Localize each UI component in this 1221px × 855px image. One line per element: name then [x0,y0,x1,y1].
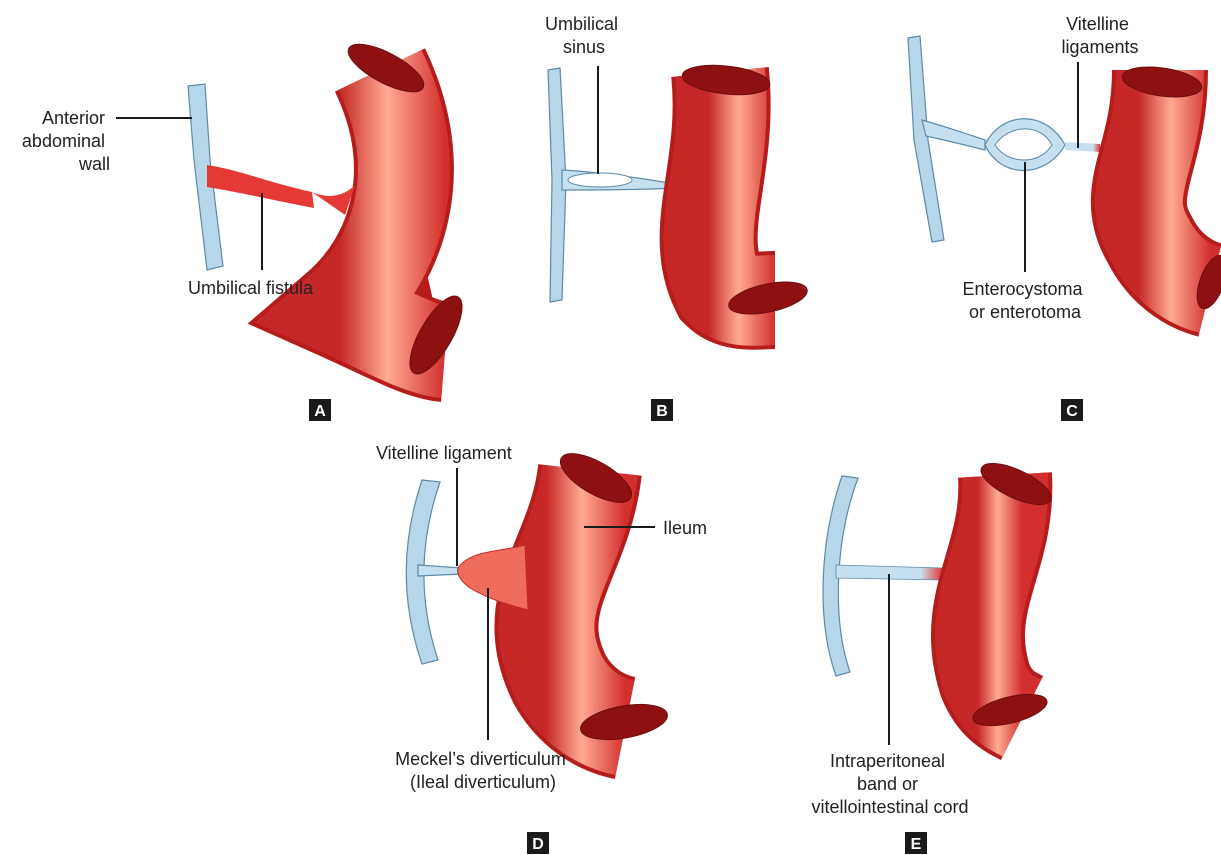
label-ileum: Ileum [663,518,707,538]
svg-text:C: C [1066,403,1078,420]
panel-a: Anterior abdominal wall Umbilical fistul… [22,35,472,421]
intestine [1120,63,1221,313]
panel-b: Umbilical sinus B [545,14,810,421]
meckels-diverticulum [458,545,528,610]
intestine [681,61,810,320]
label-umbilical-fistula: Umbilical fistula [188,278,314,298]
intestine [312,35,472,381]
panel-c: Vitelline ligaments Enterocystoma or ent… [908,14,1221,421]
vitelline-ligament-right [1065,142,1100,152]
svg-text:A: A [314,403,326,420]
panel-tag-d: D [527,832,549,854]
label-intraperitoneal-band: Intraperitoneal band or vitellointestina… [811,751,968,817]
label-meckels-diverticulum: Meckel’s diverticulum (Ileal diverticulu… [395,749,571,792]
label-vitelline-ligaments: Vitelline ligaments [1061,14,1138,57]
label-anterior-abdominal-wall: Anterior abdominal wall [22,108,110,174]
svg-text:D: D [532,836,544,853]
svg-text:E: E [911,836,922,853]
vitelline-ligament-left [922,120,985,150]
panel-tag-c: C [1061,399,1083,421]
panel-d: Vitelline ligament Ileum Meckel’s divert… [376,443,707,854]
panel-e: Intraperitoneal band or vitellointestina… [811,455,1056,854]
umbilical-fistula-duct [207,165,314,208]
label-umbilical-sinus: Umbilical sinus [545,14,623,57]
intestine [970,455,1056,732]
label-enterocystoma: Enterocystoma or enterotoma [962,279,1087,322]
svg-text:B: B [656,403,668,420]
panel-tag-b: B [651,399,673,421]
intestine [546,444,670,745]
vitelline-ligament [418,565,462,576]
umbilical-sinus-lumen [568,173,632,187]
label-vitelline-ligament: Vitelline ligament [376,443,512,463]
panel-tag-a: A [309,399,331,421]
panel-tag-e: E [905,832,927,854]
